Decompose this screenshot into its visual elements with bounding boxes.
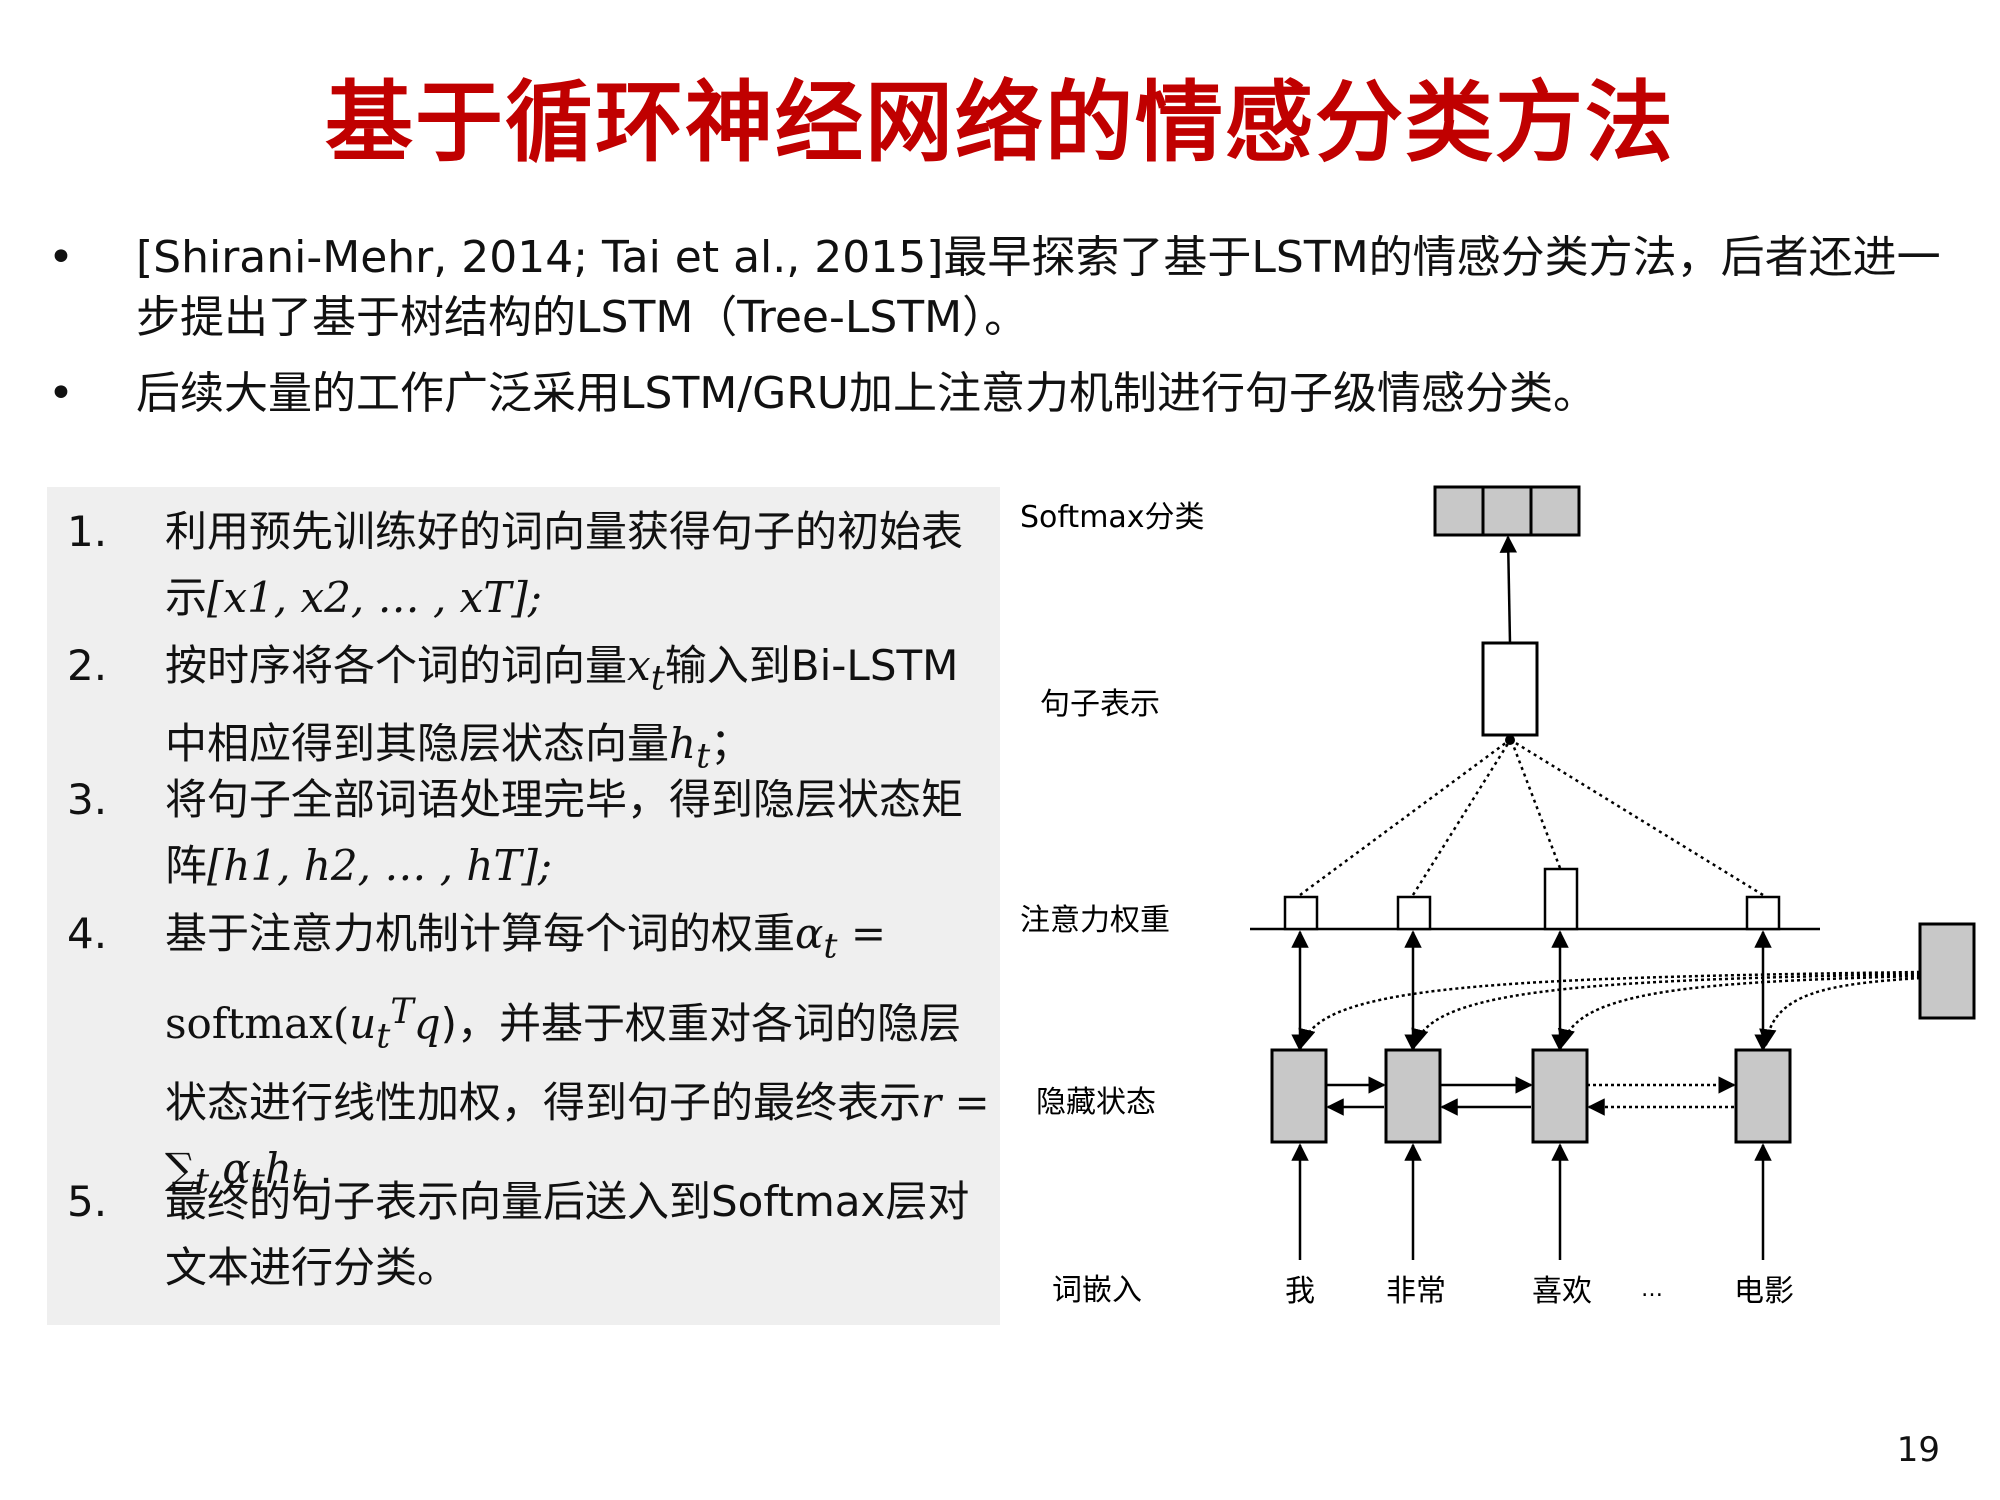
step-number: 1. (67, 507, 108, 556)
hidden-state (1384, 1048, 1442, 1144)
softmax-cell (1433, 485, 1485, 537)
step-text-part: 并基于权重对各词的隐层状态进行线性加权，得到句子的最终表示 (165, 999, 961, 1127)
label-softmax: Softmax分类 (1020, 500, 1205, 535)
math-sub: t (376, 1016, 391, 1057)
step-number: 3. (67, 775, 108, 824)
label-embed: 词嵌入 (1052, 1273, 1142, 1308)
word-token: 喜欢 (1532, 1274, 1592, 1309)
math-op: = softmax( (165, 909, 887, 1049)
math-var: h (669, 719, 697, 769)
step-text: 将句子全部词语处理完毕，得到隐层状态矩阵[h1, h2, … , hT]; (165, 767, 995, 899)
math-sub: t (650, 658, 665, 699)
math-var: u (349, 999, 377, 1049)
math-sub: t (696, 736, 711, 777)
math-var: h (264, 1143, 292, 1193)
word-token: 电影 (1734, 1274, 1794, 1309)
step-text: 利用预先训练好的词向量获得句子的初始表示[x1, x2, … , xT]; (165, 499, 995, 631)
step-math: [h1, h2, … , hT]; (207, 841, 552, 890)
math-var: α (795, 909, 824, 958)
math-var: α (209, 1143, 251, 1193)
arrow-to-softmax (1499, 535, 1518, 644)
attention-link (1411, 741, 1511, 896)
attention-link (1510, 741, 1562, 869)
softmax-cell (1529, 485, 1581, 537)
bullet-text: 后续大量的工作广泛采用LSTM/GRU加上注意力机制进行句子级情感分类。 (136, 368, 1597, 419)
step-text-part: 利用预先训练好的词向量获得句子的初始表示 (165, 507, 964, 622)
step-text-part: 将句子全部词语处理完毕，得到隐层状态矩阵 (165, 775, 964, 890)
step-text-part: 输入到Bi-LSTM中相应得到其隐层状态向量 (165, 641, 959, 769)
bullet-list: • [Shirani-Mehr, 2014; Tai et al., 2015]… (40, 228, 1970, 440)
attention-weight (1543, 867, 1579, 931)
sum-node (1505, 735, 1515, 745)
context-arrow (1759, 976, 1921, 1047)
step-number: 4. (67, 909, 108, 958)
step-text-part: 按时序将各个词的词向量 (165, 641, 628, 690)
math-dot: . (306, 1143, 333, 1193)
step-text-part: )， (440, 999, 499, 1049)
label-attention: 注意力权重 (1020, 903, 1170, 938)
step-number: 2. (67, 641, 108, 690)
step-text: 最终的句子表示向量后送入到Softmax层对文本进行分类。 (165, 1169, 995, 1301)
label-sentence: 句子表示 (1040, 687, 1160, 722)
word-token: 我 (1285, 1274, 1315, 1309)
attention-weight (1745, 895, 1781, 931)
attention-lstm-diagram: Softmax分类 句子表示 注意力权重 隐藏状态 词嵌入 我 非常 (1020, 485, 1976, 1309)
context-vector (1918, 922, 1976, 1020)
step-math: [x1, x2, … , xT]; (207, 573, 542, 622)
label-hidden: 隐藏状态 (1036, 1085, 1156, 1120)
attention-weight (1283, 895, 1319, 931)
page-number: 19 (1896, 1430, 1940, 1470)
bullet-item: • 后续大量的工作广泛采用LSTM/GRU加上注意力机制进行句子级情感分类。 (40, 364, 1970, 424)
math-sub: t (291, 1161, 306, 1202)
word-token: 非常 (1386, 1274, 1446, 1309)
step-text-part: 基于注意力机制计算每个词的权重 (165, 909, 796, 958)
math-sub: t (250, 1161, 265, 1202)
math-sub: t (823, 926, 838, 967)
hidden-state (1531, 1048, 1589, 1144)
step-text: 基于注意力机制计算每个词的权重αt = softmax(utTq)，并基于权重对… (165, 901, 995, 1214)
bullet-marker: • (48, 368, 74, 419)
bullet-item: • [Shirani-Mehr, 2014; Tai et al., 2015]… (40, 228, 1970, 348)
softmax-cell (1481, 485, 1533, 537)
slide-title: 基于循环神经网络的情感分类方法 (324, 71, 1675, 174)
context-arrow (1298, 970, 1921, 1047)
bullet-text: [Shirani-Mehr, 2014; Tai et al., 2015]最早… (136, 232, 1941, 343)
hidden-state (1734, 1048, 1792, 1144)
math-sup: T (390, 992, 414, 1033)
step-text-part: ； (710, 719, 753, 769)
math-sub: t (194, 1161, 210, 1202)
bullet-marker: • (48, 232, 74, 283)
math-var: q (413, 999, 441, 1049)
steps-panel: 1. 利用预先训练好的词向量获得句子的初始表示[x1, x2, … , xT];… (47, 487, 1000, 1325)
context-arrow (1557, 974, 1921, 1047)
sentence-vector (1481, 641, 1539, 737)
attention-link (1299, 740, 1508, 897)
hidden-state (1270, 1048, 1328, 1144)
math-var: r = ∑ (165, 1077, 990, 1193)
word-ellipsis: … (1641, 1277, 1663, 1302)
math-var: x (627, 641, 651, 690)
step-number: 5. (67, 1177, 108, 1226)
step-text-part: 最终的句子表示向量后送入到Softmax层对文本进行分类。 (165, 1177, 970, 1292)
step-text: 按时序将各个词的词向量xt输入到Bi-LSTM中相应得到其隐层状态向量ht； (165, 633, 995, 790)
attention-weight (1396, 895, 1432, 931)
